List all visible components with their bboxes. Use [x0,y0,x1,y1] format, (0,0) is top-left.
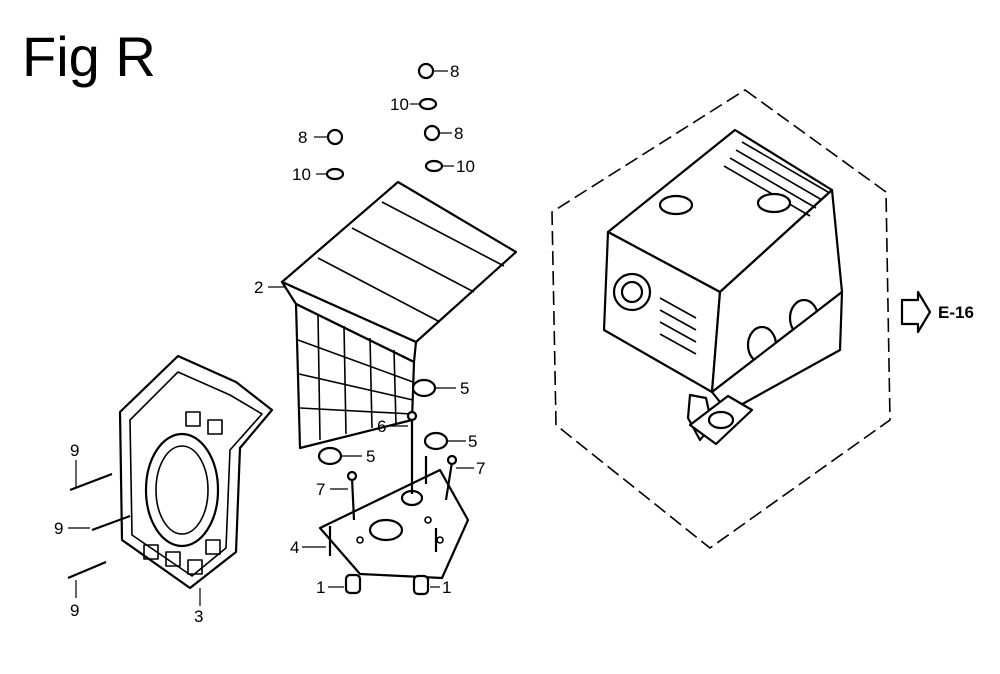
reference-arrow-icon [900,290,932,334]
callout-8-a: 8 [450,62,459,81]
figure-title: Fig R [22,25,156,88]
nut-8-c [423,124,441,142]
engine-assembly: E-16 [551,89,974,550]
callout-2: 2 [254,278,263,297]
callout-9-b: 9 [54,519,63,538]
foot-1-a [344,573,362,595]
callout-10-a: 10 [390,95,409,114]
hardware [67,62,458,596]
part-2-frame [280,180,518,450]
plate-hole-center [368,518,404,542]
callout-1-b: 1 [442,578,451,597]
bolt-9-c [67,560,107,580]
frame-grid [297,313,414,441]
callout-5-c: 5 [366,447,375,466]
part-4-plate [318,468,470,580]
cover-ribs [723,141,829,217]
nut-8-a [417,62,435,80]
callout-8-c: 8 [454,124,463,143]
assembly-boundary [551,89,891,550]
foot-1-b [412,574,430,596]
callout-10-c: 10 [456,157,475,176]
callout-3: 3 [194,607,203,626]
washer-10-b [325,167,345,181]
callout-8-b: 8 [298,128,307,147]
mount-5-c [317,446,343,466]
mount-5-b [423,431,449,451]
bolt-7-b [444,461,454,501]
cover-hole-2 [756,192,792,214]
bolt-9-b [91,514,131,532]
bolt-9-a [69,472,113,492]
front-vents [659,297,697,355]
callout-10-b: 10 [292,165,311,184]
callout-1-a: 1 [316,578,325,597]
front-port-inner [620,280,644,304]
washer-10-a [418,97,438,111]
callout-5-a: 5 [460,379,469,398]
cover-hole-1 [658,194,694,216]
reference-label: E-16 [938,303,974,322]
callout-4: 4 [290,538,299,557]
callout-6: 6 [377,417,386,436]
callout-7-b: 7 [476,459,485,478]
callout-9-a: 9 [70,441,79,460]
flange-hole [707,410,735,430]
callout-9-c: 9 [70,601,79,620]
callout-5-b: 5 [468,432,477,451]
callouts: 8 10 8 8 10 10 2 5 6 5 5 7 7 4 1 1 9 9 9… [54,62,485,626]
frame-ribs [317,201,505,323]
mount-5-a [411,378,437,398]
nut-8-b [326,128,344,146]
callout-7-a: 7 [316,480,325,499]
bolt-7-a [350,477,356,521]
leader-lines [68,70,474,606]
bracket-opening [144,432,220,548]
part-3-bracket [118,354,274,590]
washer-10-c [424,159,444,173]
